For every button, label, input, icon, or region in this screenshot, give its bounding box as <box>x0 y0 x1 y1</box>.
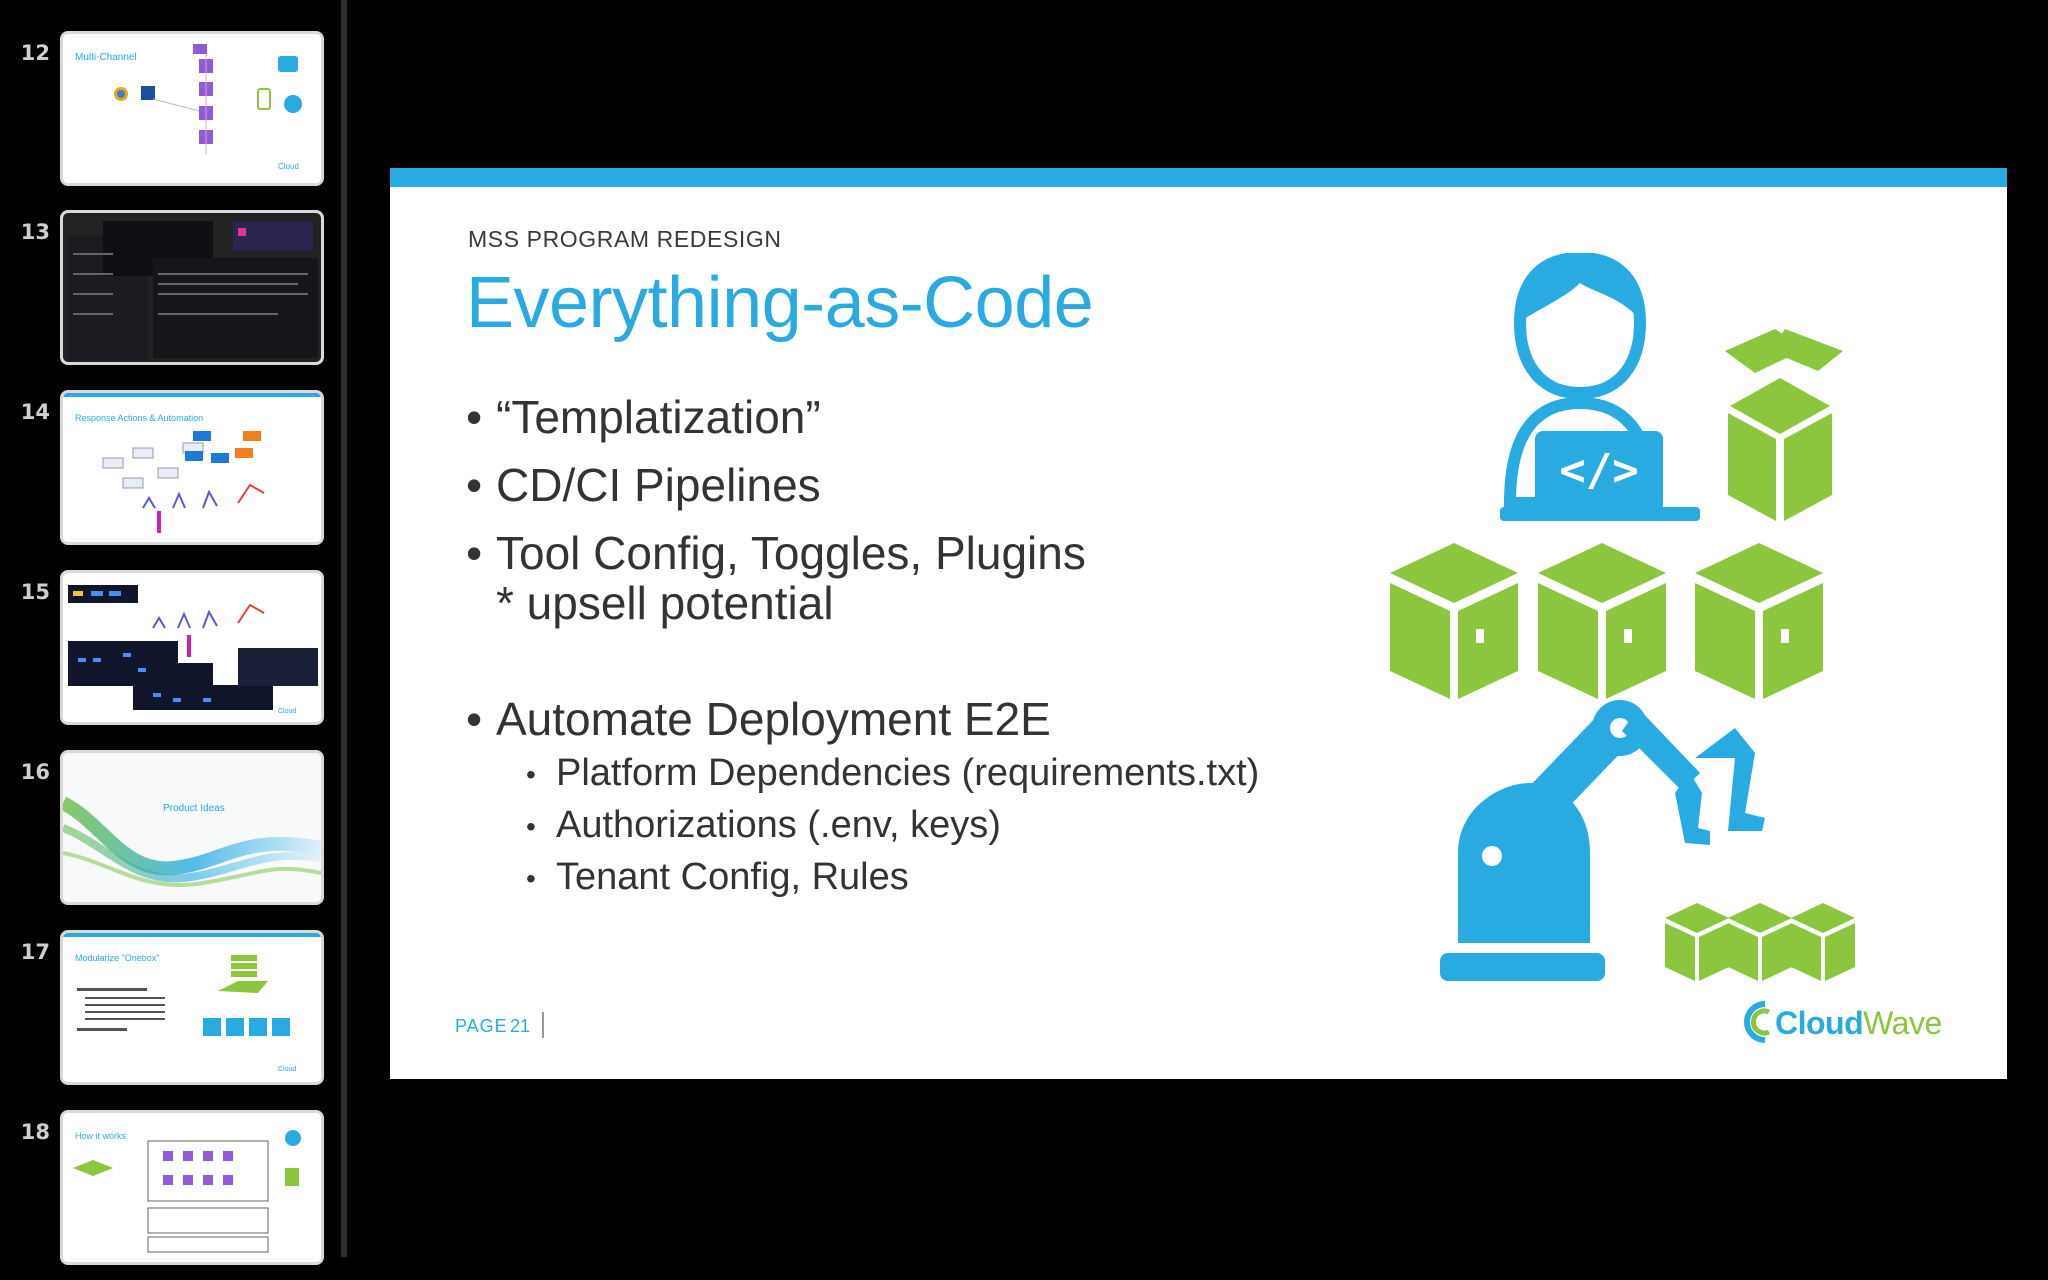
svg-text:Cloud: Cloud <box>278 708 296 715</box>
slide-canvas[interactable]: MSS PROGRAM REDESIGN Everything-as-Code … <box>390 168 2007 1079</box>
slide-preview: Cloud <box>60 570 324 725</box>
svg-text:</>: </> <box>1559 445 1638 496</box>
slide-number: 14 <box>20 400 50 424</box>
slide-accent-bar <box>390 168 2007 187</box>
robot-arm-icon <box>1440 700 1765 981</box>
bullet-pipelines: •CD/CI Pipelines <box>466 459 821 511</box>
slide-thumbnail-panel: 12 Multi-Channel Cloud 13 <box>0 0 341 1265</box>
slide-thumbnail-17[interactable]: 17 Modularize "Onebox" Cloud <box>0 930 341 1100</box>
page-number: 21 <box>510 1016 531 1036</box>
slide-preview: Response Actions & Automation <box>60 390 324 545</box>
slide-preview: Product Ideas <box>60 750 324 905</box>
thumb-title: How it works <box>75 1131 127 1141</box>
slide-preview: Modularize "Onebox" Cloud <box>60 930 324 1085</box>
slide-preview <box>60 210 324 365</box>
slide-number: 15 <box>20 580 50 604</box>
slide-number: 12 <box>20 41 50 65</box>
slide-number: 16 <box>20 760 50 784</box>
bullet-upsell-note: * upsell potential <box>496 577 834 629</box>
slide-thumbnail-16[interactable]: 16 Product Ideas <box>0 750 341 920</box>
slide-number: 13 <box>20 220 50 244</box>
slide-number: 17 <box>20 940 50 964</box>
slide-thumbnail-18[interactable]: 18 How it works <box>0 1110 341 1280</box>
bullet-templatization: •“Templatization” <box>466 391 821 443</box>
thumb-title: Modularize "Onebox" <box>75 953 159 963</box>
closed-box-icon <box>1390 543 1823 699</box>
open-box-icon <box>1725 329 1843 521</box>
slide-title: Everything-as-Code <box>466 263 1094 343</box>
slide-thumbnail-13[interactable]: 13 <box>0 210 341 380</box>
page-label: PAGE <box>455 1016 508 1036</box>
slide-thumbnail-15[interactable]: 15 Cloud <box>0 570 341 740</box>
sub-bullet-authorizations: •Authorizations (.env, keys) <box>526 804 1001 846</box>
sub-bullet-tenant-config: •Tenant Config, Rules <box>526 856 909 898</box>
closed-box-icon <box>1665 903 1855 981</box>
svg-text:Cloud: Cloud <box>278 1066 296 1073</box>
cloudwave-logo: CloudWave <box>1744 1001 1942 1043</box>
slide-number: 18 <box>20 1120 50 1144</box>
bullet-automate-deployment: •Automate Deployment E2E <box>466 693 1051 745</box>
svg-text:CloudWave: CloudWave <box>1775 1005 1942 1041</box>
bullet-tool-config: •Tool Config, Toggles, Plugins <box>466 527 1086 579</box>
slide-eyebrow: MSS PROGRAM REDESIGN <box>468 226 782 252</box>
svg-text:Cloud: Cloud <box>278 162 299 171</box>
footer-divider <box>542 1012 544 1038</box>
developer-laptop-icon: </> <box>1500 253 1700 521</box>
slide-illustration: </> <box>1390 253 1855 981</box>
thumb-title: Product Ideas <box>163 803 225 814</box>
slide-preview: Multi-Channel Cloud <box>60 31 324 186</box>
sub-bullet-dependencies: •Platform Dependencies (requirements.txt… <box>526 752 1260 794</box>
slide-thumbnail-12[interactable]: 12 Multi-Channel Cloud <box>0 31 341 201</box>
slide-preview: How it works <box>60 1110 324 1265</box>
thumb-title: Multi-Channel <box>75 52 137 63</box>
panel-divider[interactable] <box>341 0 347 1257</box>
thumb-title: Response Actions & Automation <box>75 413 203 423</box>
slide-thumbnail-14[interactable]: 14 Response Actions & Automation <box>0 390 341 560</box>
